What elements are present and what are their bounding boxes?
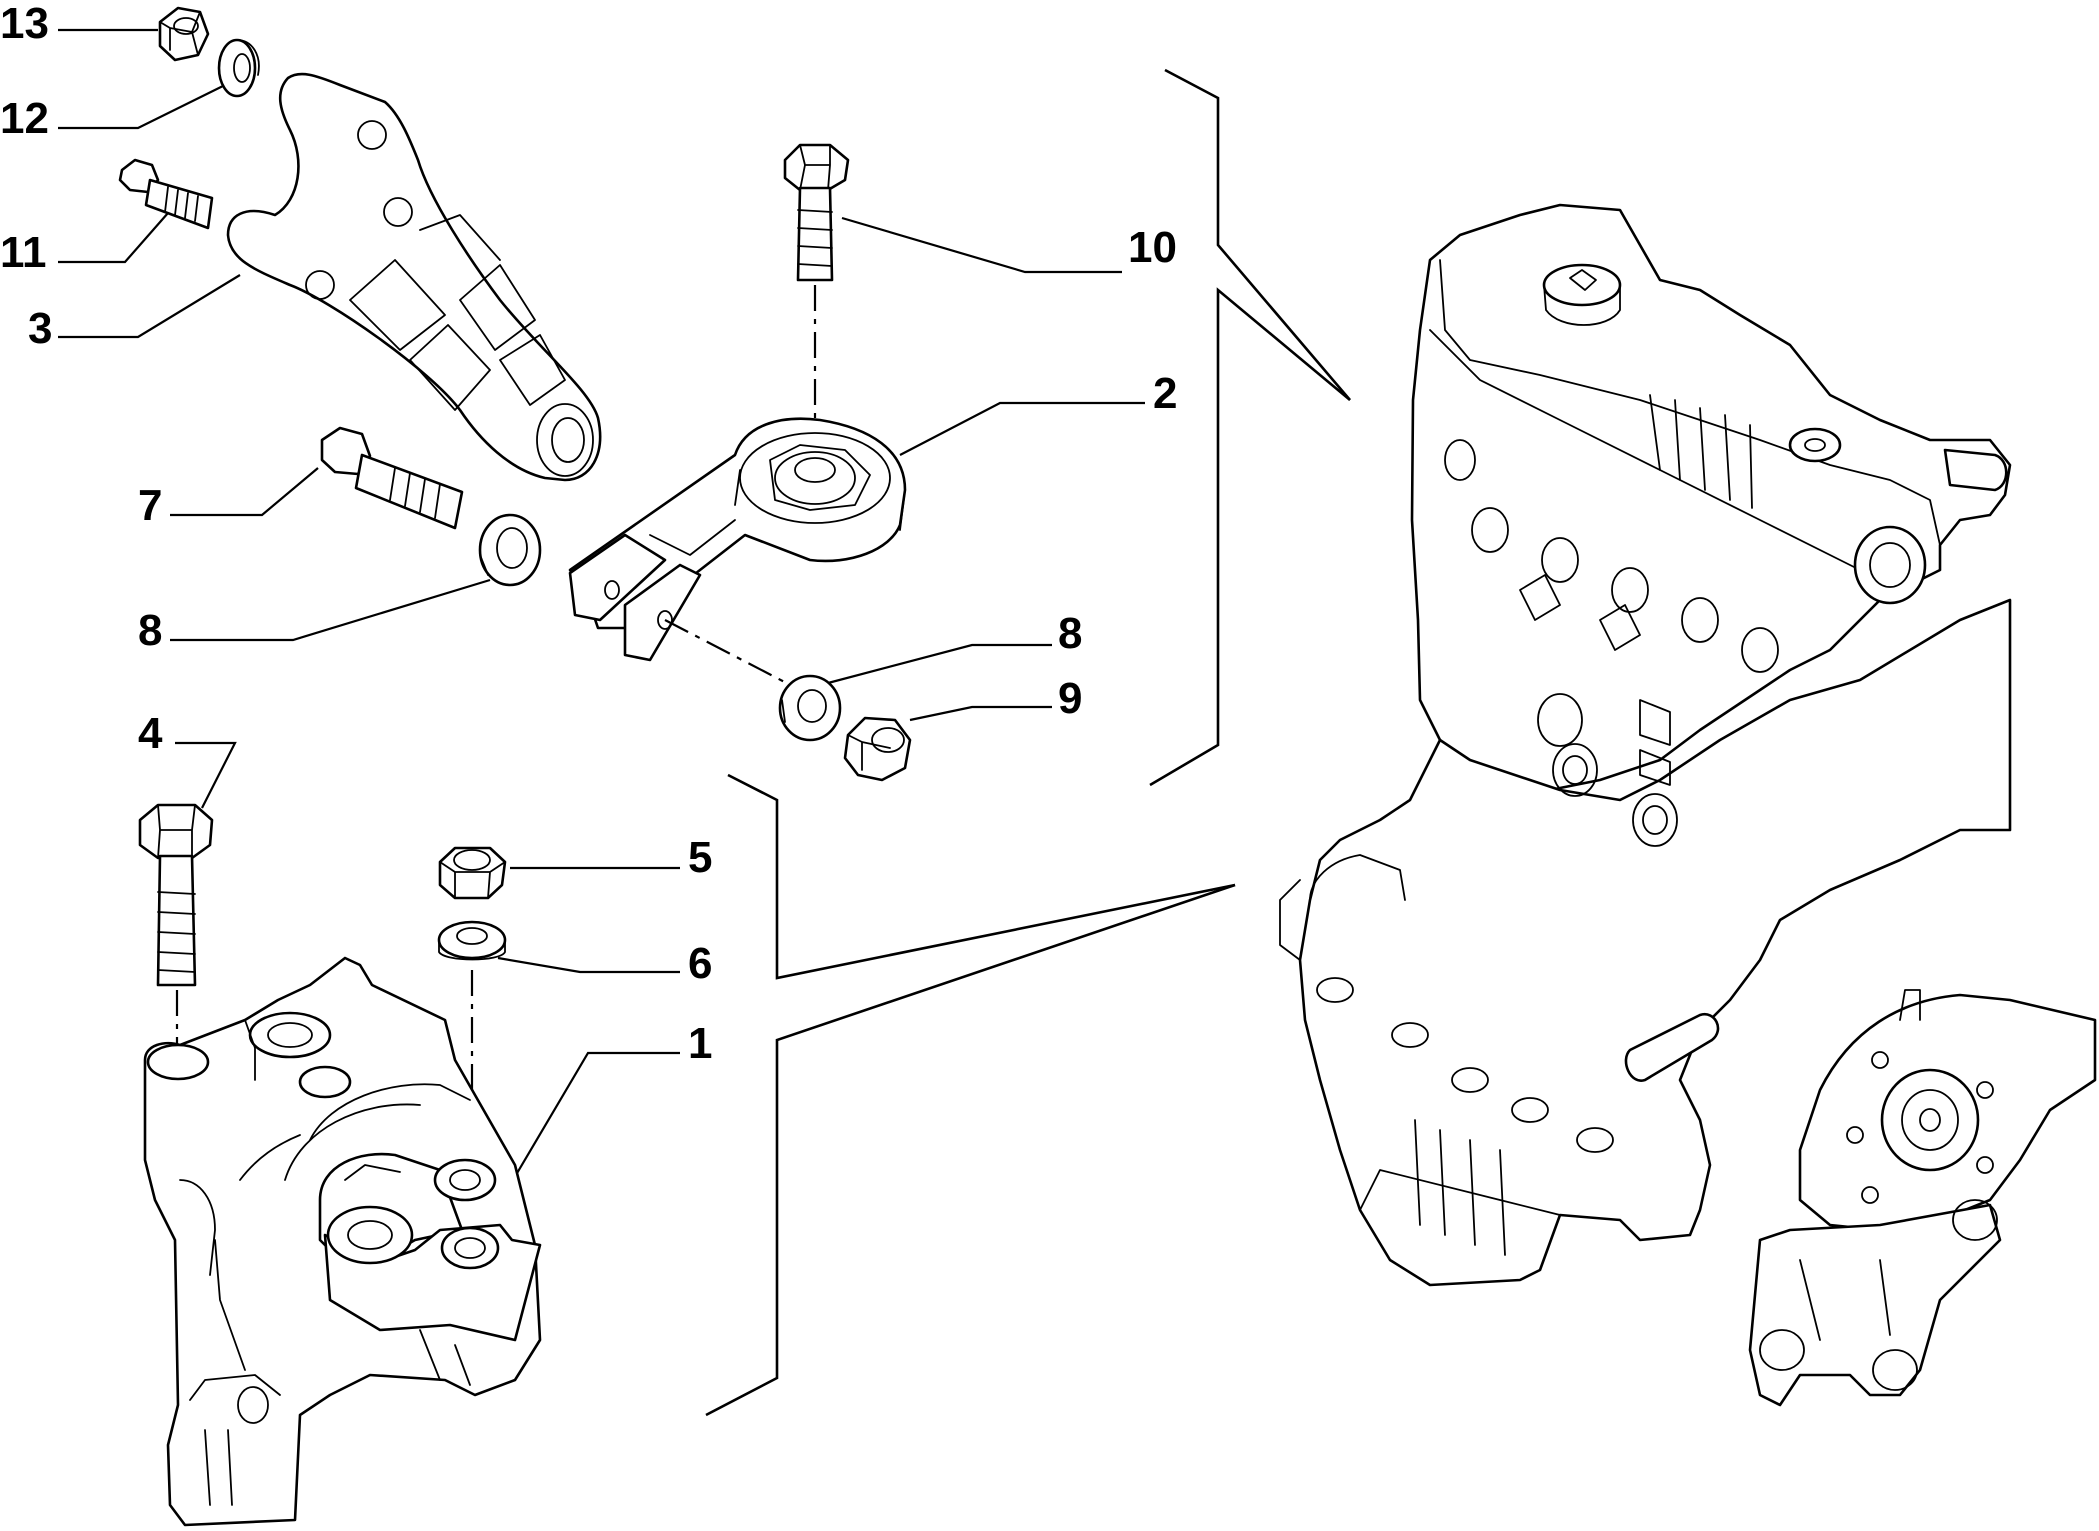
part-9-nut — [843, 716, 912, 782]
part-13-nut — [158, 6, 210, 62]
callout-8-left: 8 — [138, 578, 491, 655]
part-1-engine-mount — [143, 956, 542, 1527]
callout-11: 11 — [0, 212, 169, 277]
callout-8-left-label: 8 — [138, 606, 162, 655]
engine-block — [1279, 203, 2097, 1407]
callout-11-label: 11 — [0, 228, 47, 277]
callout-13-label: 13 — [0, 0, 49, 48]
callout-2-label: 2 — [1153, 369, 1177, 418]
callout-5-label: 5 — [688, 833, 712, 882]
callout-12: 12 — [0, 84, 226, 143]
part-11-bolt — [118, 158, 214, 230]
callout-7-label: 7 — [138, 481, 162, 530]
callout-12-label: 12 — [0, 94, 49, 143]
callout-8-right-label: 8 — [1058, 609, 1082, 658]
upper-assembly-bracket — [1149, 68, 1351, 787]
callout-4-label: 4 — [138, 709, 163, 758]
callout-2: 2 — [899, 369, 1177, 456]
callout-10: 10 — [841, 216, 1177, 274]
callout-1-label: 1 — [688, 1019, 712, 1068]
part-4-bolt — [138, 803, 214, 1070]
part-2-torque-rod — [568, 417, 907, 691]
callout-8-right: 8 — [827, 609, 1082, 685]
part-3-engine-bracket — [226, 72, 602, 482]
part-8-washer-left — [478, 513, 542, 587]
part-8-washer-right — [778, 674, 842, 742]
callout-4: 4 — [138, 709, 237, 809]
part-12-washer — [217, 38, 260, 98]
part-6-washer — [437, 920, 507, 1245]
part-10-bolt — [783, 143, 850, 420]
lower-assembly-bracket — [705, 773, 1236, 1417]
callout-13: 13 — [0, 0, 158, 48]
callout-5: 5 — [510, 833, 712, 882]
callout-9-label: 9 — [1058, 674, 1082, 723]
callout-6: 6 — [497, 939, 712, 988]
callout-3: 3 — [28, 274, 241, 353]
callout-7: 7 — [138, 467, 319, 530]
callout-10-label: 10 — [1128, 223, 1177, 272]
callout-3-label: 3 — [28, 304, 52, 353]
callout-9: 9 — [909, 674, 1082, 723]
callout-6-label: 6 — [688, 939, 712, 988]
part-7-bolt — [320, 426, 464, 530]
part-5-nut — [438, 846, 507, 900]
callout-1: 1 — [512, 1019, 712, 1181]
